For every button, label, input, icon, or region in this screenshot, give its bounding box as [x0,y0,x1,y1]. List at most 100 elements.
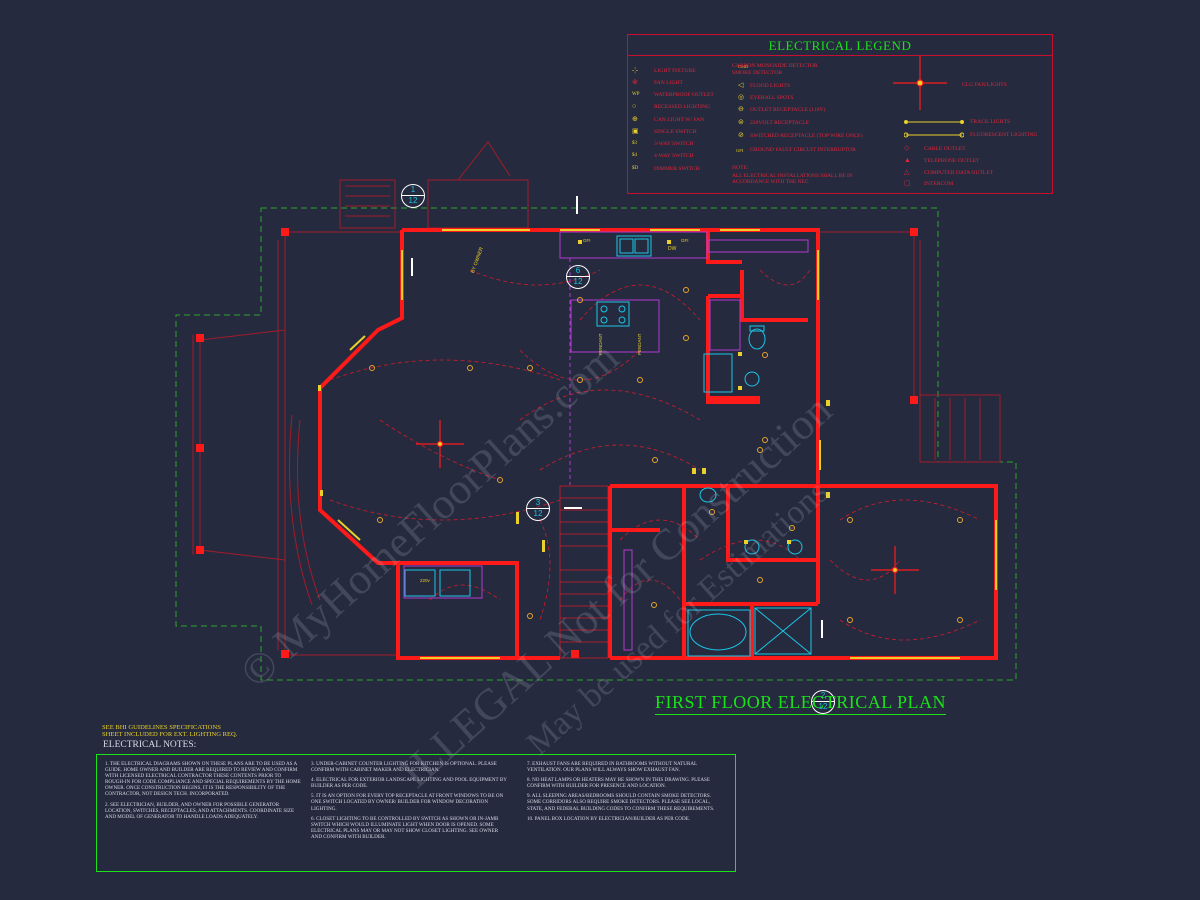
legend-item: FAN LIGHT [654,80,683,86]
section-tag: 6 12 [566,265,590,289]
legend-item: SMOKE DETECTOR [732,70,783,76]
cable-outlet-icon: ◇ [904,144,910,152]
electrical-legend: ELECTRICAL LEGEND -¦- LIGHT FIXTURE ⊗ FA… [627,34,1053,194]
legend-divider [628,55,1052,56]
porch-outlines [192,141,1001,656]
can-light-fan-icon: ⊕ [632,115,638,123]
plumbing-fixtures [404,235,812,657]
stair [559,485,609,659]
plan-label-gfi: GFI [583,238,591,243]
three-way-switch-icon: $3 [632,141,637,146]
four-way-switch-icon: $4 [632,153,637,158]
note-item: 3. UNDER-CABINET COUNTER LIGHTING FOR KI… [311,761,497,774]
circuit-wiring [329,269,981,641]
switched-receptacle-icon: ⊘ [738,131,744,139]
note-item: 10. PANEL BOX LOCATION BY ELECTRICIAN/BU… [527,815,691,822]
plan-label-pendant: PENDANT [598,333,603,355]
legend-item: SWITCHED RECEPTACLE (TOP WIRE ONLY) [750,133,863,139]
notes-column: 7. EXHAUST FANS ARE REQUIRED IN BATHROOM… [527,761,723,826]
note-item: 2. SEE ELECTRICIAN, BUILDER, AND OWNER F… [105,801,295,820]
section-tag-bottom: 12 [408,196,418,205]
section-tag-top: 1 [402,185,424,196]
legend-item: OUTLET RECEPTACLE (110V) [750,107,826,113]
legend-item: TRACK LIGHTS [970,119,1011,125]
legend-item: CAN LIGHT W/ FAN [654,117,705,123]
wall-devices [318,240,830,552]
cabinets [403,231,809,651]
legend-note: ALL ELECTRICAL INSTALLATIONS SHALL BE IN… [732,173,853,186]
single-switch-icon: ▣ [632,127,639,135]
legend-title: ELECTRICAL LEGEND [768,38,912,53]
outlet-icon: ⊖ [738,105,744,113]
plan-label-220v: 220v [420,578,430,583]
legend-item: CLG FAN/LIGHTS [962,82,1007,88]
note-item: 5. IT IS AN OPTION FOR EVERY TOP RECEPTA… [311,793,504,812]
note-item: 9. ALL SLEEPING AREAS/BEDROOMS SHOULD CO… [527,793,715,812]
legend-note-label: NOTE: [732,165,749,171]
waterproof-outlet-icon: WP [632,92,640,97]
legend-item: 220VOLT RECEPTACLE [750,120,810,126]
note-item: 4. ELECTRICAL FOR EXTERIOR LANDSCAPE LIG… [311,777,507,790]
section-tag-bottom: 12 [818,702,828,711]
light-fixture-icon: -¦- [632,66,639,74]
eyeball-spot-icon: ◎ [738,93,745,101]
intercom-icon: ▢ [904,179,911,187]
plan-title: FIRST FLOOR ELECTRICAL PLAN [655,692,947,715]
see-guidelines-note: SEE BHI GUIDELINES SPECIFICATIONS SHEET … [102,724,237,739]
section-tag: 1 12 [401,184,425,208]
co-detector-icon: CMD [738,64,749,69]
legend-item: GROUND FAULT CIRCUIT INTERRUPTOR [750,147,856,153]
legend-item: COMPUTER DATA OUTLET [924,170,994,176]
computer-data-icon: △ [904,168,910,176]
legend-item: WATERPROOF OUTLET [654,92,714,98]
legend-item: RECESSED LIGHTING [654,104,711,110]
legend-item: LIGHT FIXTURE [654,68,696,74]
legend-item: EYEBALL SPOTS [750,95,794,101]
gfi-icon: GFI [736,148,744,153]
legend-item: CARBON MONOXIDE DETECTOR [732,63,818,69]
note-item: 6. CLOSET LIGHTING TO BE CONTROLLED BY S… [311,815,499,840]
note-item: 1. THE ELECTRICAL DIAGRAMS SHOWN ON THES… [105,761,301,798]
note-item: 8. NO HEAT LAMPS OR HEATERS MAY BE SHOWN… [527,777,710,790]
dimmer-switch-icon: $D [632,166,639,171]
legend-item: INTERCOM [924,181,954,187]
plan-label-dw: DW [668,246,677,252]
section-tag-top: 2 [812,691,834,702]
note-item: 7. EXHAUST FANS ARE REQUIRED IN BATHROOM… [527,761,697,774]
section-tag-top: 6 [567,266,589,277]
track-light-icon [904,120,964,138]
roof-outline [175,207,1017,681]
section-tag: 2 12 [811,690,835,714]
windows [337,229,997,659]
recessed-lights [369,287,963,623]
legend-item: DIMMER SWITCH [654,166,700,172]
ceiling-fans [416,56,947,594]
see-note-line: SEE BHI GUIDELINES SPECIFICATIONS [102,724,221,731]
electrical-notes-box: 1. THE ELECTRICAL DIAGRAMS SHOWN ON THES… [96,754,736,872]
plan-label-gfi: GFI [681,238,689,243]
notes-column: 3. UNDER-CABINET COUNTER LIGHTING FOR KI… [311,761,507,844]
notes-heading: ELECTRICAL NOTES: [103,740,197,750]
telephone-outlet-icon: ▲ [904,156,911,164]
legend-item: FLOOD LIGHTS [750,83,790,89]
plan-label-pendant: PENDANT [637,333,642,355]
see-note-line: SHEET INCLUDED FOR EXT. LIGHTING REQ. [102,731,238,739]
section-tag-top: 3 [527,498,549,509]
legend-item: FLUORESCENT LIGHTING [970,132,1038,138]
220v-receptacle-icon: ⊜ [738,118,744,126]
notes-column: 1. THE ELECTRICAL DIAGRAMS SHOWN ON THES… [105,761,301,824]
legend-item: SINGLE SWITCH [654,129,697,135]
legend-item: CABLE OUTLET [924,146,966,152]
section-tag-bottom: 12 [573,277,583,286]
legend-item: 4-WAY SWITCH [654,153,694,159]
fan-light-icon: ⊗ [632,78,638,86]
legend-item: TELEPHONE OUTLET [924,158,980,164]
porch-posts [196,228,918,658]
section-tag: 3 12 [526,497,550,521]
flood-light-icon: ◁ [738,81,744,89]
section-cuts [411,196,823,638]
legend-item: 3-WAY SWITCH [654,141,694,147]
section-tag-bottom: 12 [533,509,543,518]
partition-window [706,396,760,404]
